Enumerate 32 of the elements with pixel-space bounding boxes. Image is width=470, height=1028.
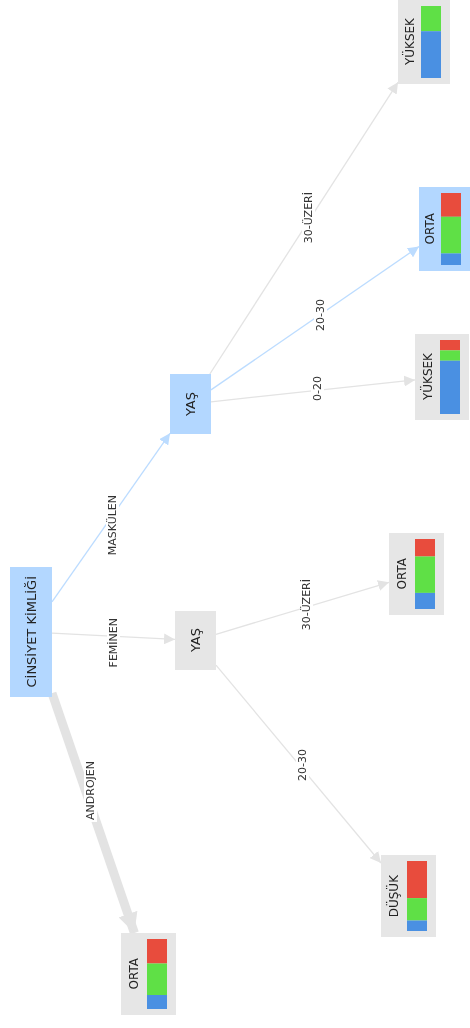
leaf-node [121, 933, 176, 1015]
node-label: CİNSİYET KİMLİĞİ [23, 576, 39, 688]
arrow [51, 632, 176, 645]
edge-label: 20-30 [313, 297, 327, 333]
leaf-node [389, 533, 444, 615]
arrow [209, 81, 399, 375]
arrow [210, 375, 416, 403]
leaf-node [415, 334, 469, 420]
leaf-node [398, 0, 450, 84]
arrow [215, 580, 390, 635]
leaf-node [381, 855, 436, 937]
arrow [210, 245, 420, 391]
edge-label: FEMİNEN [106, 616, 120, 670]
node-label: ORTA [395, 558, 409, 590]
edge-label: 30-ÜZERİ [301, 190, 315, 246]
arrow [47, 691, 139, 935]
edge-label: 30-ÜZERİ [299, 577, 313, 633]
node-label: YÜKSEK [402, 18, 417, 66]
edge-label: 0-20 [310, 373, 324, 403]
node-label: ORTA [127, 958, 141, 990]
node-label: YAŞ [183, 391, 198, 417]
node-label: ORTA [423, 213, 437, 245]
node-label: DÜŞÜK [387, 874, 401, 918]
node-label: YÜKSEK [420, 353, 435, 401]
arrow [51, 432, 171, 603]
decision-node [170, 374, 211, 434]
edge-label: 20-30 [295, 747, 309, 783]
arrow [215, 664, 382, 864]
node-label: YAŞ [188, 628, 203, 653]
leaf-node [419, 187, 470, 271]
decision-node [10, 567, 52, 697]
decision-node [175, 611, 216, 670]
